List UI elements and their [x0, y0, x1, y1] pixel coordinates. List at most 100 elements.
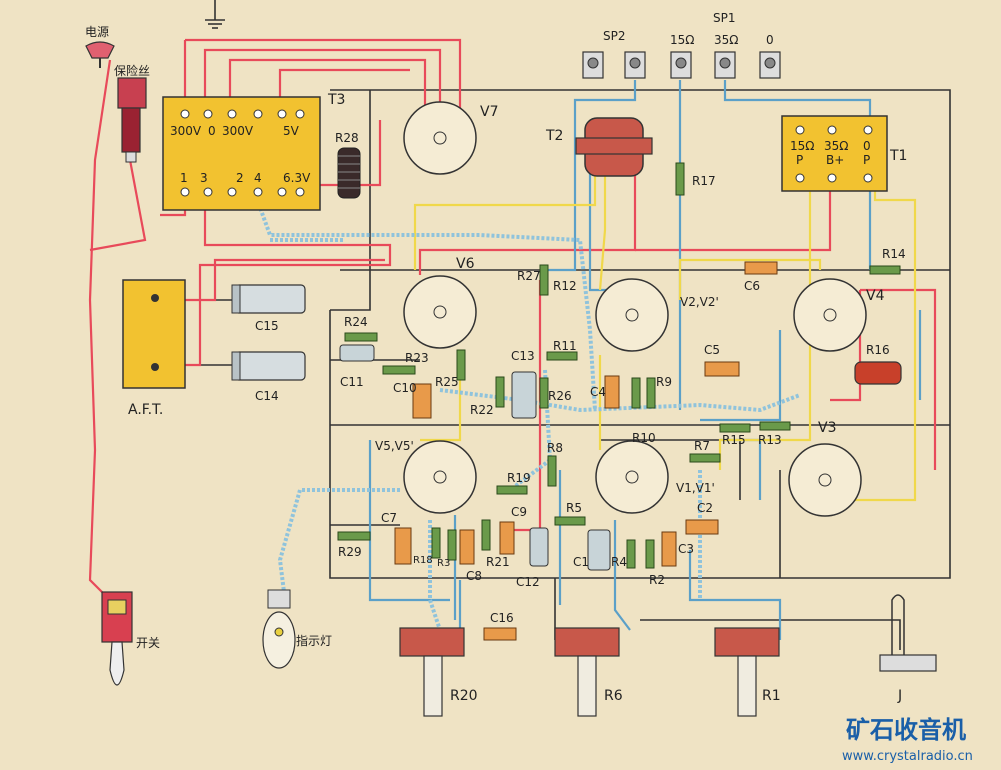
choke-r28: R28	[335, 131, 361, 199]
potentiometer-r1: R1	[714, 627, 781, 717]
capacitor-c16	[483, 627, 517, 641]
resistor-r3	[447, 529, 457, 561]
resistor-r18	[431, 527, 441, 559]
label-r14: R14	[882, 247, 906, 261]
resistor-r5	[554, 516, 586, 526]
label-r25: R25	[435, 375, 459, 389]
resistor-r21	[481, 519, 491, 551]
label-r29: R29	[338, 545, 362, 559]
label-c12: C12	[516, 575, 540, 589]
label-r21: R21	[486, 555, 510, 569]
label-r1: R1	[762, 688, 781, 704]
label-r6: R6	[604, 688, 623, 704]
jack-j: J	[879, 594, 937, 704]
label-r27: R27	[517, 269, 541, 283]
label-v4: V4	[866, 288, 885, 304]
t3-tap-5v: 5V	[283, 124, 300, 138]
t1-tap-15: 15Ω	[790, 139, 814, 153]
resistor-r17	[675, 162, 685, 196]
resistor-r24	[344, 332, 378, 342]
resistor-r27	[539, 264, 549, 296]
label-c9: C9	[511, 505, 527, 519]
t3-tap-1: 1	[180, 171, 188, 185]
label-power: 电源	[85, 25, 109, 39]
tube-socket-v2: V2,V2'	[595, 278, 719, 352]
label-r18: R18	[413, 555, 433, 566]
watermark-title: 矿石收音机	[846, 716, 966, 744]
label-c13: C13	[511, 349, 535, 363]
resistor-r13	[759, 421, 791, 431]
tube-socket-v1: V1,V1'	[595, 440, 715, 514]
t1-tap-35: 35Ω	[824, 139, 848, 153]
label-r4: R4	[611, 555, 627, 569]
label-r5: R5	[566, 501, 582, 515]
label-r9: R9	[656, 375, 672, 389]
label-t1: T1	[889, 148, 907, 164]
label-r24: R24	[344, 315, 368, 329]
capacitor-c10	[412, 383, 432, 419]
label-switch: 开关	[136, 636, 160, 650]
label-r22: R22	[470, 403, 494, 417]
capacitor-c11	[339, 344, 375, 362]
capacitor-c8	[459, 529, 475, 565]
capacitor-c12	[529, 527, 549, 567]
resistor-r14	[869, 265, 901, 275]
label-c5: C5	[704, 343, 720, 357]
capacitor-c6	[744, 261, 778, 275]
label-r8: R8	[547, 441, 563, 455]
t3-tap-4: 4	[254, 171, 262, 185]
label-c2: C2	[697, 501, 713, 515]
resistor-r8	[547, 455, 557, 487]
label-r20: R20	[450, 688, 478, 704]
power-switch: 开关	[101, 591, 160, 686]
blue-wires	[368, 80, 922, 640]
power-plug: 电源	[85, 25, 115, 68]
resistor-r29	[337, 531, 371, 541]
indicator-lamp: 指示灯	[262, 589, 332, 669]
potentiometer-r20: R20	[399, 627, 478, 717]
watermark: 矿石收音机 www.crystalradio.cn	[842, 716, 973, 764]
t1-tap-p-a: P	[796, 153, 803, 167]
t3-tap-300v-a: 300V	[170, 124, 202, 138]
capacitor-c2	[685, 519, 719, 535]
label-c11: C11	[340, 375, 364, 389]
resistor-r7	[689, 453, 721, 463]
resistor-r15	[719, 423, 751, 433]
capacitor-c14: C14	[231, 351, 306, 403]
resistor-r16	[854, 361, 902, 385]
tube-socket-v6: V6	[403, 256, 477, 349]
capacitor-c9	[499, 521, 515, 555]
t1-tap-0: 0	[863, 139, 871, 153]
resistor-r2	[645, 539, 655, 569]
capacitor-c3	[661, 531, 677, 567]
capacitor-c5	[704, 361, 740, 377]
label-r19: R19	[507, 471, 531, 485]
label-r13: R13	[758, 433, 782, 447]
aft-block: A.F.T.	[122, 279, 186, 418]
label-tap-35: 35Ω	[714, 33, 738, 47]
label-c7: C7	[381, 511, 397, 525]
label-r16: R16	[866, 343, 890, 357]
speaker-terminals: SP2 15Ω SP1 35Ω 0	[582, 11, 781, 79]
label-c6: C6	[744, 279, 760, 293]
label-indicator-lamp: 指示灯	[296, 633, 332, 648]
t1-tap-b-plus: B+	[826, 153, 844, 167]
t3-tap-2: 2	[236, 171, 244, 185]
label-v2: V2,V2'	[680, 295, 719, 309]
label-v1: V1,V1'	[676, 481, 715, 495]
label-j: J	[897, 688, 902, 704]
label-t2: T2	[545, 128, 563, 144]
label-v6: V6	[456, 256, 475, 272]
label-sp2: SP2	[603, 29, 626, 43]
component-labels: R27 R12 R17 R14 R16 C6 R24 R23 R25 R22 R…	[338, 174, 906, 625]
label-c4: C4	[590, 385, 606, 399]
label-aft: A.F.T.	[128, 402, 163, 418]
label-fuse: 保险丝	[114, 63, 150, 78]
label-r17: R17	[692, 174, 716, 188]
label-v3: V3	[818, 420, 836, 436]
label-r10: R10	[632, 431, 656, 445]
label-c15: C15	[255, 319, 279, 333]
capacitor-c4	[604, 375, 620, 409]
